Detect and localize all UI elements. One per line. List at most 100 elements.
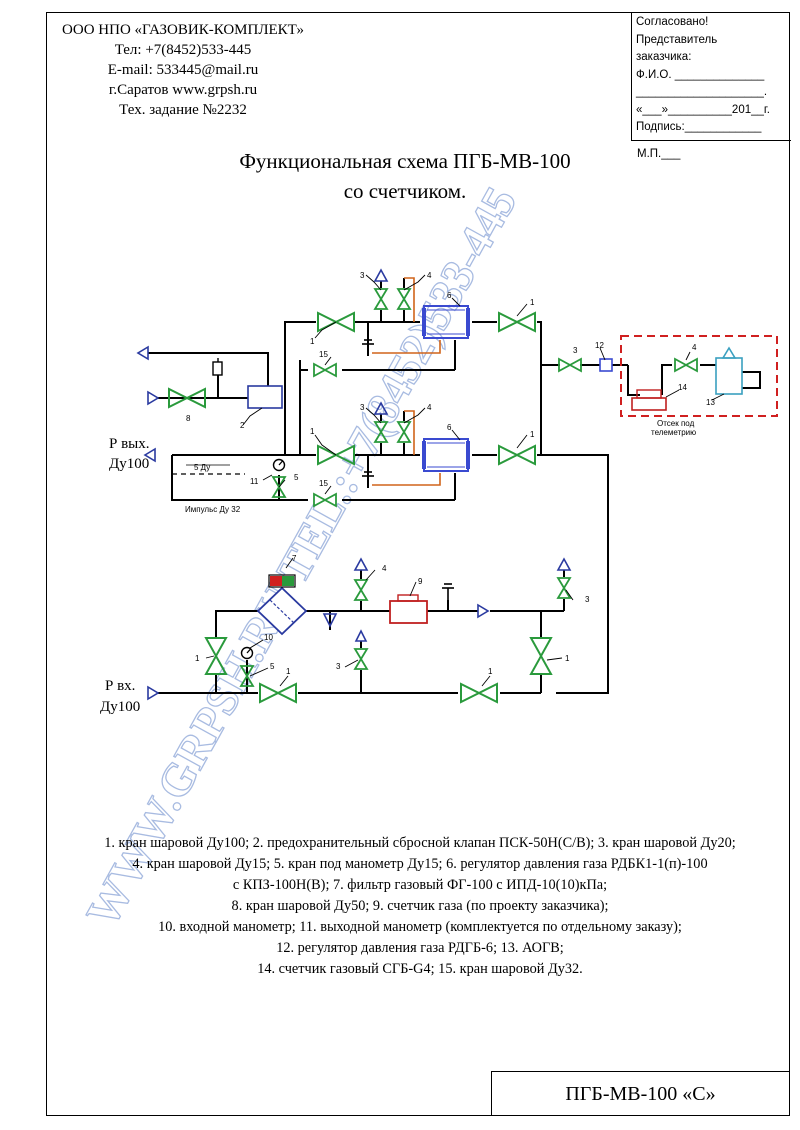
approval-signature: Подпись:____________ [636,121,762,133]
legend-line-7: 14. счетчик газовый СГБ-G4; 15. кран шар… [257,961,583,977]
vent-arrow-upper [374,269,388,282]
psk-valve [247,385,283,409]
valve-4-upper [397,288,411,310]
gas-meter-9 [389,594,428,624]
num-6-b: 6 [447,423,452,432]
outlet-arrow-top [136,345,149,361]
label-du100-out: Ду100 [109,456,150,472]
label-telemetry-2: телеметрию [651,428,696,437]
label-p-out: Р вых. [109,436,150,452]
approval-blank: ____________________. [636,86,768,98]
num-1-g: 1 [565,654,570,663]
company-block: ООО НПО «ГАЗОВИК-КОМПЛЕКТ» Тел: +7(8452)… [50,20,316,120]
num-3-a: 3 [360,271,365,280]
num-15-b: 15 [319,479,328,488]
drawing-frame [46,12,790,1116]
num-1-a: 1 [310,337,315,346]
valve-1-bypass-right [460,683,498,703]
legend-line-5: 10. входной манометр; 11. выходной маном… [158,919,682,935]
company-email: E-mail: 533445@mail.ru [107,62,259,78]
num-1-b: 1 [530,298,535,307]
num-4-b: 4 [427,403,432,412]
valve-1-bypass-left [259,683,297,703]
title-line-1: Функциональная схема ПГБ-МВ-100 [239,149,571,173]
label-5-du: 5 Ду [194,463,210,472]
valve-3-telemetry [558,358,582,372]
num-8: 8 [186,414,191,423]
label-du100-in: Ду100 [100,699,141,715]
label-impulse: Импульс Ду 32 [185,505,241,514]
legend-line-1: 1. кран шаровой Ду100; 2. предохранитель… [104,835,736,851]
approval-fio: Ф.И.О. ______________ [636,68,765,81]
approval-box [631,13,791,141]
num-3-d: 3 [336,662,341,671]
num-3-b: 3 [360,403,365,412]
vent-arrow-meter [354,558,368,571]
approval-seal: М.П.___ [637,148,681,160]
gauge-10 [240,646,254,660]
num-4-c: 4 [382,564,387,573]
company-name: ООО НПО «ГАЗОВИК-КОМПЛЕКТ» [62,22,304,38]
approval-representative: Представитель [636,33,718,46]
watermark: WWW.GRPSH.RU TEL.:+7(8452)533-445 [76,179,526,935]
approval-text: Согласовано! Представитель заказчика: Ф.… [636,14,770,137]
meter-14 [631,397,667,411]
num-1-h: 1 [488,667,493,676]
valve-3-bypass [354,648,368,670]
valve-1-lower-right [498,445,536,465]
num-3-e: 3 [573,346,578,355]
legend: 1. кран шаровой Ду100; 2. предохранитель… [55,833,785,980]
label-telemetry-1: Отсек под [657,419,695,428]
arrow-valve-8 [147,390,160,406]
num-1-f: 1 [195,654,200,663]
page-title: Функциональная схема ПГБ-МВ-100 со счетч… [160,146,650,206]
num-15-a: 15 [319,350,328,359]
regulator-6-lower [421,438,471,472]
company-phone: Тел: +7(8452)533-445 [114,42,252,58]
aogv-13 [715,357,743,395]
num-13: 13 [706,398,715,407]
valve-4-telemetry [674,358,698,372]
num-10: 10 [264,633,273,642]
num-1-d: 1 [530,430,535,439]
legend-line-2: 4. кран шаровой Ду15; 5. кран под маноме… [132,856,708,872]
legend-line-6: 12. регулятор давления газа РДГБ-6; 13. … [276,940,564,956]
num-14: 14 [678,383,687,392]
num-12: 12 [595,341,604,350]
num-5-b: 5 [270,662,275,671]
valve-3-upper [374,288,388,310]
title-block-text: ПГБ-МВ-100 «С» [565,1083,716,1105]
legend-line-3: с КПЗ-100Н(В); 7. фильтр газовый ФГ-100 … [232,877,608,893]
num-6-a: 6 [447,291,452,300]
valve-4-lower [397,421,411,443]
telemetry-compartment [620,335,778,417]
approval-agreed: Согласовано! [636,16,709,28]
inlet-arrow [147,685,160,701]
num-7: 7 [292,554,297,563]
label-p-in: Р вх. [105,678,136,694]
approval-customer: заказчика: [636,51,692,63]
title-block [491,1071,790,1116]
legend-line-4: 8. кран шаровой Ду50; 9. счетчик газа (п… [231,898,609,914]
valve-3-meter [557,577,571,599]
vent-arrow-right [557,558,571,571]
valve-15-upper [313,363,337,377]
num-9: 9 [418,577,423,586]
company-task: Тех. задание №2232 [119,102,247,118]
outlet-arrow [143,447,156,463]
num-5-a: 5 [294,473,299,482]
num-1-e: 1 [286,667,291,676]
valve-4-meter [354,579,368,601]
num-3-c: 3 [585,595,590,604]
approval-date: «___»__________201__г. [636,103,770,116]
company-city-site: г.Саратов www.grpsh.ru [108,82,258,98]
num-1-c: 1 [310,427,315,436]
filter-7 [256,574,308,636]
num-4-a: 4 [427,271,432,280]
num-11: 11 [250,477,259,486]
title-line-2: со счетчиком. [343,179,467,203]
plug-meter [441,583,455,601]
gauge-11 [272,458,286,472]
regulator-12 [599,358,613,372]
